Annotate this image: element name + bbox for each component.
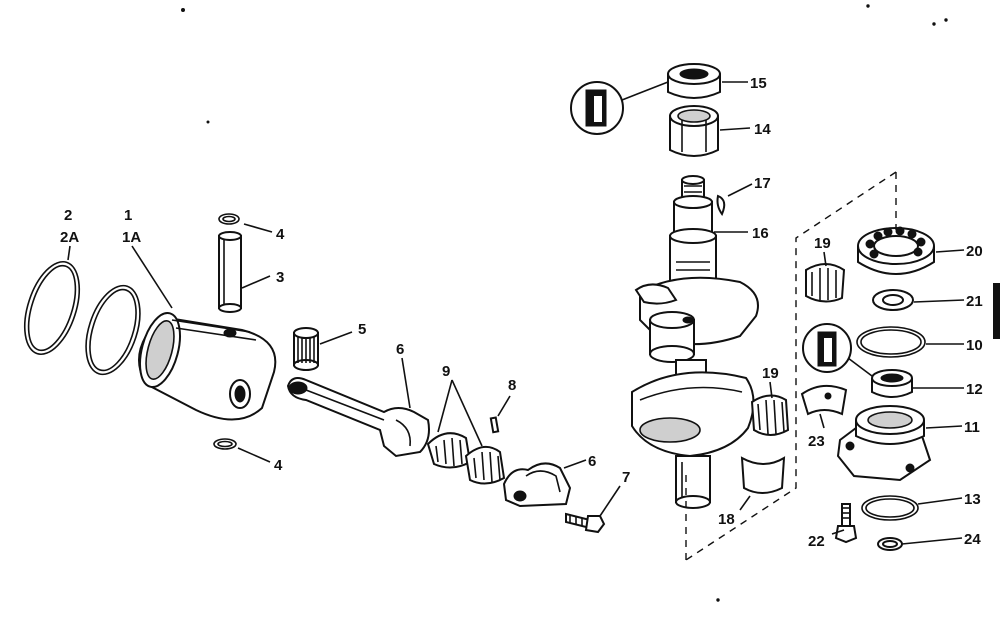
bearing-cage-left xyxy=(426,432,472,469)
seal-ring-24 xyxy=(877,537,903,551)
label-part-17: 17 xyxy=(754,175,771,192)
label-part-1: 1 xyxy=(124,207,132,224)
label-part-7: 7 xyxy=(622,469,630,486)
page-edge-tab xyxy=(993,283,1000,339)
label-part-20: 20 xyxy=(966,243,983,260)
label-part-21: 21 xyxy=(966,293,983,310)
label-part-8: 8 xyxy=(508,377,516,394)
label-part-23: 23 xyxy=(808,433,825,450)
label-part-11: 11 xyxy=(964,419,980,436)
label-part-13: 13 xyxy=(964,491,981,508)
label-part-4-top: 4 xyxy=(276,226,285,243)
woodruff-key xyxy=(716,194,726,216)
label-part-1a: 1A xyxy=(122,229,141,246)
ball-bearing xyxy=(857,226,935,275)
piston-ring-outer xyxy=(23,260,81,356)
label-part-16: 16 xyxy=(752,225,769,242)
label-part-19-lower: 19 xyxy=(762,365,779,382)
seal-detail-callout-lower xyxy=(802,323,873,377)
o-ring-10 xyxy=(856,326,926,358)
label-part-2: 2 xyxy=(64,207,72,224)
assembly-boundary-dashed xyxy=(685,171,897,561)
seal-detail-callout xyxy=(570,81,669,135)
oil-seal-top xyxy=(667,63,721,99)
retaining-ring-bottom xyxy=(213,438,237,450)
label-part-5: 5 xyxy=(358,321,366,338)
label-part-3: 3 xyxy=(276,269,284,286)
lower-bearing-housing xyxy=(836,405,932,482)
bearing-race-half-18 xyxy=(740,456,786,494)
label-part-18: 18 xyxy=(718,511,735,528)
label-part-22: 22 xyxy=(808,533,825,550)
oil-seal-bottom xyxy=(871,369,913,398)
connecting-rod xyxy=(286,377,430,458)
label-part-19-upper: 19 xyxy=(814,235,831,252)
o-ring-13 xyxy=(861,495,919,521)
label-part-14: 14 xyxy=(754,121,771,138)
label-part-6-rod: 6 xyxy=(396,341,404,358)
retaining-ring-top xyxy=(218,213,240,225)
piston-pin xyxy=(218,231,242,313)
label-part-6-cap: 6 xyxy=(588,453,596,470)
label-part-4-bottom: 4 xyxy=(274,457,283,474)
needle-bearing-top xyxy=(669,105,719,157)
scan-specks xyxy=(181,4,948,602)
label-part-15: 15 xyxy=(750,75,767,92)
piston-ring-inner xyxy=(85,284,141,376)
rod-bolt xyxy=(565,512,606,534)
label-part-24: 24 xyxy=(964,531,981,548)
bearing-race-half-23 xyxy=(800,384,848,416)
leader-lines xyxy=(67,81,965,545)
label-part-2a: 2A xyxy=(60,229,79,246)
label-part-12: 12 xyxy=(966,381,983,398)
housing-screw xyxy=(834,503,858,544)
dowel-pin xyxy=(489,416,500,434)
center-bearing-upper xyxy=(805,263,846,303)
needle-bearing-small-end xyxy=(293,327,319,371)
label-part-9: 9 xyxy=(442,363,450,380)
label-part-10: 10 xyxy=(966,337,983,354)
bearing-cage-right xyxy=(464,445,506,485)
connecting-rod-cap xyxy=(502,462,572,508)
crankshaft xyxy=(631,175,759,509)
piston xyxy=(138,312,277,421)
bearing-retaining-ring xyxy=(872,289,914,311)
center-bearing-lower xyxy=(750,394,790,436)
